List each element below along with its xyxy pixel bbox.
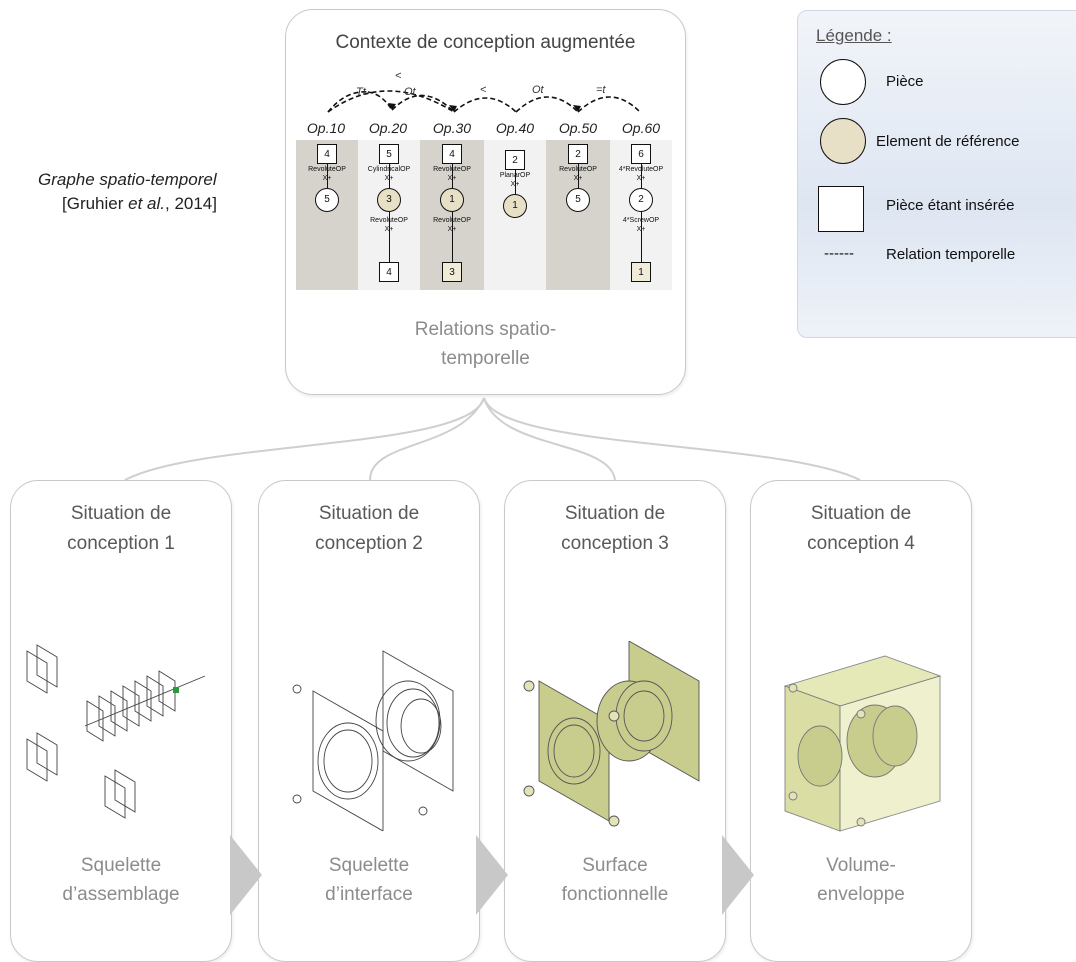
legend-item-temporal: Relation temporelle <box>886 246 1016 263</box>
situation-card-1: Situation de conception 1 Squelette d’as… <box>10 480 232 962</box>
op1-relation: RevoluteOP <box>308 166 346 173</box>
graph-caption-ref-a: [Gruhier <box>62 194 129 213</box>
context-subtitle-line1: Relations spatio- <box>414 319 557 340</box>
op5-dir: X+ <box>573 175 583 182</box>
op4-circle-node: 1 <box>503 194 527 218</box>
situation-card-2: Situation de conception 2 Squelette d’in… <box>258 480 480 962</box>
op5-circle-node: 5 <box>566 188 590 212</box>
op5-link <box>578 164 579 204</box>
legend-item-reference: Element de référence <box>876 133 1020 150</box>
op-label-4: Op.40 <box>495 120 535 136</box>
situation-card-3: Situation de conception 3 Surface foncti… <box>504 480 726 962</box>
situation-2-bottom-line2: d’interface <box>325 884 413 905</box>
op-label-2: Op.20 <box>368 120 408 136</box>
arc-label-2: Ot <box>404 86 416 98</box>
op5-relation: RevoluteOP <box>559 166 597 173</box>
op6-relation: 4*RevoluteOP <box>618 166 664 173</box>
op2-relation2: RevoluteOP <box>370 217 408 224</box>
legend-item-inserted: Pièce étant insérée <box>886 197 1015 214</box>
op2-bottom-node: 4 <box>379 262 399 282</box>
op3-top-node: 4 <box>442 144 462 164</box>
arc-label-0: < <box>395 70 402 82</box>
op1-dir: X+ <box>322 175 332 182</box>
op3-dir: X+ <box>447 175 457 182</box>
op2-dir: X+ <box>384 175 394 182</box>
graph-caption-ref-b: et al. <box>128 194 165 213</box>
op2-top-node: 5 <box>379 144 399 164</box>
op3-link <box>452 164 453 262</box>
legend-square-icon <box>818 186 864 232</box>
situation-2-title-line1: Situation de <box>318 503 420 524</box>
op2-dir2: X+ <box>384 226 394 233</box>
situation-2-bottom-line1: Squelette <box>328 855 410 876</box>
graph-caption-title: Graphe spatio-temporel <box>38 170 217 189</box>
legend-item-piece: Pièce <box>886 73 924 90</box>
op1-link <box>327 164 328 204</box>
op-label-3: Op.30 <box>432 120 472 136</box>
op4-link <box>515 170 516 206</box>
situation-2-title-line2: conception 2 <box>315 533 423 554</box>
op4-dir: X+ <box>510 181 520 188</box>
legend-panel: Légende : Pièce Element de référence Piè… <box>797 10 1076 338</box>
flow-arrow-2 <box>476 835 508 915</box>
op6-link <box>641 164 642 262</box>
op6-relation2: 4*ScrewOP <box>622 217 660 224</box>
temporal-arcs <box>327 90 641 113</box>
op1-circle-node: 5 <box>315 188 339 212</box>
op3-relation2: RevoluteOP <box>433 217 471 224</box>
situation-1-title-line2: conception 1 <box>67 533 175 554</box>
op2-link <box>389 164 390 262</box>
assembly-skeleton-illustration <box>26 644 206 819</box>
arc-label-1: Tt <box>356 86 366 98</box>
spatio-temporal-graph: Op.10 4 RevoluteOP X+ 5 Op.20 5 Cylindri… <box>296 120 672 290</box>
op3-bottom-node: 3 <box>442 262 462 282</box>
arc-label-5: =t <box>596 84 606 96</box>
op4-top-node: 2 <box>505 150 525 170</box>
situation-3-bottom-line1: Surface <box>582 855 648 876</box>
situation-4-bottom-line2: enveloppe <box>817 884 905 905</box>
situation-4-title-line1: Situation de <box>810 503 912 524</box>
legend-circle-empty-icon <box>820 59 866 105</box>
context-title: Contexte de conception augmentée <box>335 32 636 53</box>
op3-relation: RevoluteOP <box>433 166 471 173</box>
op6-dir2: X+ <box>636 226 646 233</box>
situation-1-title-line1: Situation de <box>70 503 172 524</box>
op-label-6: Op.60 <box>621 120 661 136</box>
op4-relation: PlanarOP <box>499 172 531 179</box>
situation-3-title-line2: conception 3 <box>561 533 669 554</box>
situation-3-title-line1: Situation de <box>564 503 666 524</box>
context-subtitle-line2: temporelle <box>441 348 530 369</box>
situation-card-4: Situation de conception 4 Volume- envelo… <box>750 480 972 962</box>
op-label-5: Op.50 <box>558 120 598 136</box>
arc-label-4: Ot <box>532 84 544 96</box>
op6-circle-node: 2 <box>629 188 653 212</box>
connector-curves <box>124 397 861 481</box>
graph-caption-ref: [Gruhier et al., 2014] <box>62 194 217 214</box>
functional-surface-illustration <box>523 641 700 827</box>
envelope-volume-illustration <box>783 655 942 832</box>
legend-circle-filled-icon <box>820 118 866 164</box>
op3-circle-node: 1 <box>440 188 464 212</box>
situation-4-title-line2: conception 4 <box>807 533 915 554</box>
op-label-1: Op.10 <box>306 120 346 136</box>
flow-arrow-3 <box>722 835 754 915</box>
op2-relation: CylindricalOP <box>367 166 411 173</box>
legend-title: Légende : <box>816 26 892 45</box>
legend-dash-sample: ------ <box>824 245 854 262</box>
op6-top-node: 6 <box>631 144 651 164</box>
op6-bottom-node: 1 <box>631 262 651 282</box>
op1-top-node: 4 <box>317 144 337 164</box>
op3-dir2: X+ <box>447 226 457 233</box>
op2-circle-node: 3 <box>377 188 401 212</box>
interface-skeleton-illustration <box>292 650 454 831</box>
situation-1-bottom-line1: Squelette <box>80 855 162 876</box>
op6-dir: X+ <box>636 175 646 182</box>
situation-3-bottom-line2: fonctionnelle <box>561 884 669 905</box>
op5-top-node: 2 <box>568 144 588 164</box>
arc-label-3: < <box>480 84 487 96</box>
situation-4-bottom-line1: Volume- <box>826 855 896 876</box>
graph-caption-ref-c: , 2014] <box>165 194 217 213</box>
flow-arrow-1 <box>230 835 262 915</box>
situation-1-bottom-line2: d’assemblage <box>62 884 180 905</box>
